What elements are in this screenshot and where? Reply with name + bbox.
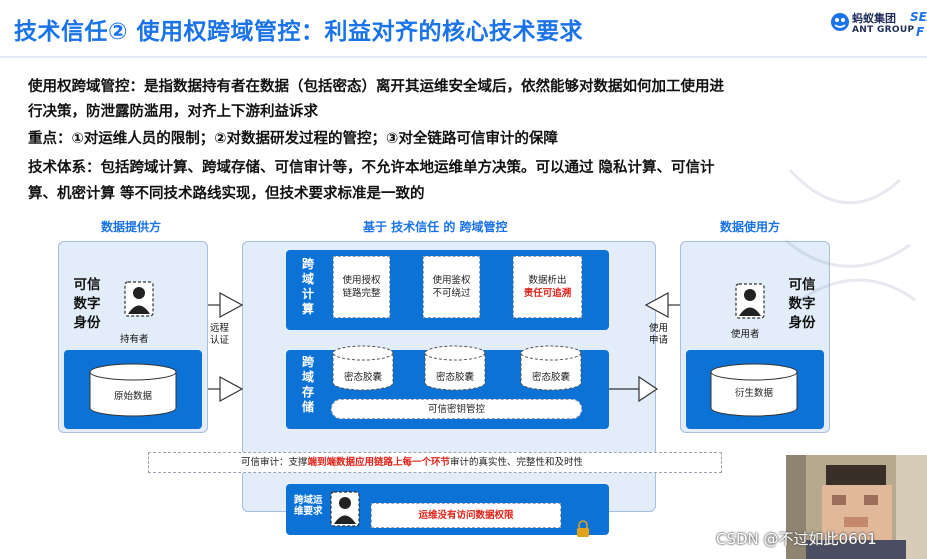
ops-rule-text: 运维没有访问数据权限 [418,510,514,521]
audit-prefix-text: 可信审计：支撑 [241,457,308,468]
title-divider [0,56,927,58]
ops-label: 跨域运维要求 [294,495,323,517]
sea-logo-text: SEA [910,10,927,24]
sea-logo-tail: F [916,25,925,39]
audit-suffix-text: 审计的真实性、完整性和及时性 [450,457,584,468]
raw-data-label: 原始数据 [113,391,152,402]
user-person-icon [735,283,765,319]
presenter-photo-icon [786,455,927,559]
compute-box-authentication: 使用鉴权不可绕过 [423,256,480,318]
paragraph-line-4: 技术体系：包括跨域计算、跨域存储、可信审计等，不允许本地运维单方决策。可以通过 … [28,160,715,176]
paragraph-line-2: 行决策，防泄露防滥用，对齐上下游利益诉求 [28,104,318,120]
presenter-video-thumbnail [786,455,927,559]
capsule-3-label: 密态胶囊 [531,372,570,383]
lock-icon [577,520,589,537]
remote-auth-arrow-icon [208,291,244,319]
ops-person-icon [330,491,360,527]
capsule-3-cylinder-icon [520,345,582,391]
compute-box-authorization: 使用授权链路完整 [333,256,390,318]
paragraph-line-5: 算、机密计算 等不同技术路线实现，但技术要求标准是一致的 [28,186,425,202]
raw-data-cylinder-icon [89,363,177,417]
csdn-watermark-text: CSDN @不过如此0601 [716,530,877,548]
user-label: 使用者 [731,329,760,340]
derived-data-cylinder-icon [710,363,798,417]
compute-label: 跨域计算 [301,257,314,316]
data-transfer-out-arrow-icon [609,375,659,403]
paragraph-line-1: 使用权跨域管控：是指数据持有者在数据（包括密态）离开其运维安全域后，依然能够对数… [28,79,724,95]
remote-auth-label: 远程认证 [210,323,230,346]
holder-label: 持有者 [120,334,149,345]
compute-box-traceability-line2: 责任可追溯 [523,288,572,299]
storage-label: 跨域存储 [301,355,314,414]
key-management-label: 可信密钥管控 [427,403,485,415]
provider-identity-label: 可信数字身份 [73,277,101,331]
trusted-audit-bar: 可信审计：支撑 端到端数据应用链路上每一个环节 审计的真实性、完整性和及时性 [148,452,722,473]
capsule-2-cylinder-icon [424,345,486,391]
capsule-1-label: 密态胶囊 [343,372,382,383]
audit-highlight-text: 端到端数据应用链路上每一个环节 [307,457,451,468]
compute-box-traceability-line1: 数据析出 [528,275,567,286]
key-management-bar: 可信密钥管控 [331,399,582,419]
compute-box-authentication-text: 使用鉴权不可绕过 [432,275,471,299]
paragraph-key-points: 重点：①对运维人员的限制；②对数据研发过程的管控；③对全链路可信审计的保障 [28,131,558,147]
ant-group-logo: 蚂蚁集团 ANT GROUP SEA F [830,8,927,44]
capsule-2-label: 密态胶囊 [435,372,474,383]
center-column-label: 基于 技术信任 的 跨域管控 [363,220,508,234]
watermark-pattern-icon [784,168,916,302]
compute-box-authorization-text: 使用授权链路完整 [342,275,381,299]
consumer-column-label: 数据使用方 [720,220,781,234]
provider-column-label: 数据提供方 [101,220,162,234]
page-title: 技术信任② 使用权跨域管控：利益对齐的核心技术要求 [14,19,583,45]
data-transfer-in-arrow-icon [208,375,244,403]
capsule-1-cylinder-icon [332,345,394,391]
derived-data-label: 衍生数据 [734,388,773,399]
compute-box-traceability: 数据析出 责任可追溯 [513,256,582,318]
ops-rule-box: 运维没有访问数据权限 [371,503,561,528]
use-request-arrow-icon [644,291,680,319]
logo-cn-text: 蚂蚁集团 [852,12,896,25]
use-request-label: 使用申请 [649,323,669,346]
logo-en-text: ANT GROUP [852,25,915,35]
consumer-identity-label: 可信数字身份 [788,277,816,331]
ant-logo-icon [831,13,849,31]
holder-person-icon [124,281,154,317]
